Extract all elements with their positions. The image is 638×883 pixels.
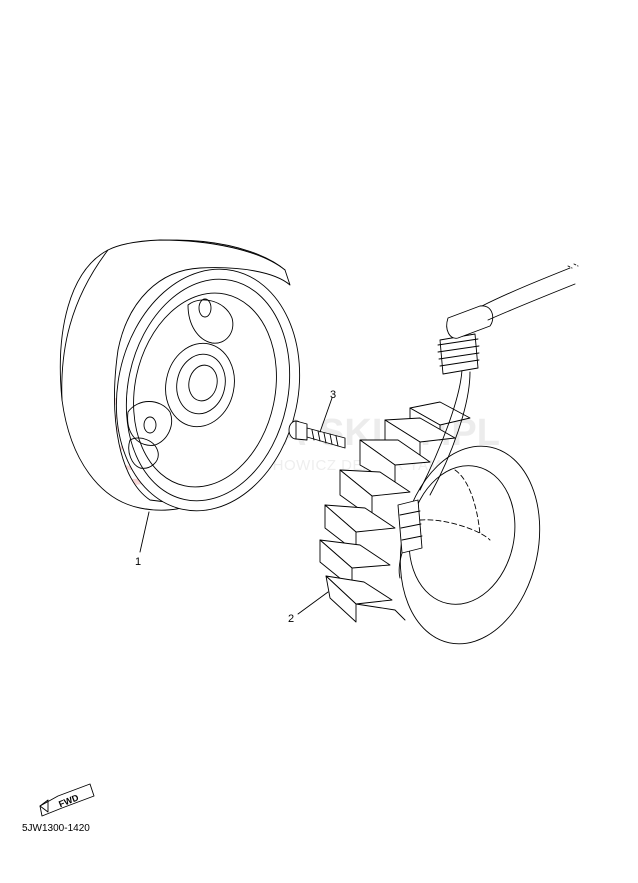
callout-label-2: 2	[288, 613, 294, 625]
fwd-arrow-badge: FWD	[39, 783, 95, 817]
bolt: 3	[288, 389, 346, 449]
flywheel-rotor: 1	[59, 239, 301, 568]
callout-label-3: 3	[330, 389, 336, 401]
stator-assembly: 2	[288, 263, 579, 645]
stator-poles	[319, 401, 471, 623]
diagram-code: 5JW1300-1420	[22, 823, 90, 834]
callout-label-1: 1	[135, 556, 141, 568]
wire-connector	[437, 305, 494, 375]
